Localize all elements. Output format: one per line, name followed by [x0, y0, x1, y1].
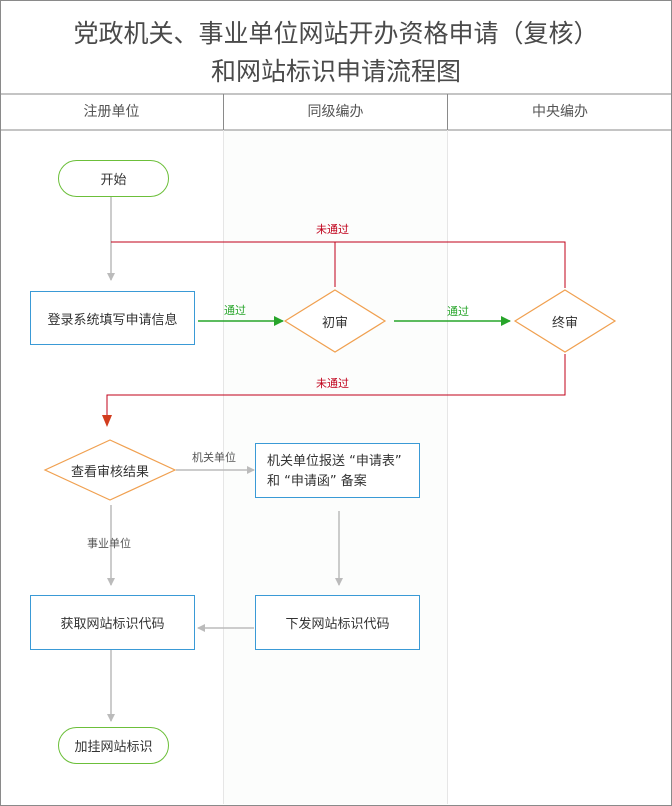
- gov-unit-label: 机关单位: [192, 451, 236, 464]
- first-review-diamond: [283, 289, 387, 353]
- fail-label-top: 未通过: [316, 223, 349, 236]
- check-result-label: 查看审核结果: [70, 465, 149, 480]
- lane-header-registrant: 注册单位: [83, 104, 140, 120]
- first-review-label: 初审: [321, 316, 348, 331]
- check-result-diamond: [43, 439, 177, 501]
- final-review-label: 终审: [551, 316, 578, 331]
- diagram-title-line2: 和网站标识申请流程图: [210, 57, 461, 86]
- public-unit-label: 事业单位: [87, 537, 131, 550]
- report-box-line1: 机关单位报送 “申请表”: [267, 454, 402, 469]
- lane-header-local-office: 同级编办: [307, 104, 364, 120]
- pass-label-1: 通过: [224, 304, 246, 317]
- attach-logo-node: 加挂网站标识: [58, 727, 169, 764]
- fail-label-bottom: 未通过: [316, 377, 349, 390]
- lane-header-central-office: 中央编办: [532, 104, 588, 120]
- get-code-box: 获取网站标识代码: [30, 595, 195, 650]
- report-box: 机关单位报送 “申请表” 和 “申请函” 备案: [255, 443, 420, 498]
- report-box-line2: 和 “申请函” 备案: [267, 474, 367, 489]
- issue-code-box: 下发网站标识代码: [255, 595, 420, 650]
- start-node: 开始: [58, 160, 169, 197]
- final-review-diamond: [513, 289, 617, 353]
- register-box: 登录系统填写申请信息: [30, 291, 195, 345]
- pass-label-2: 通过: [447, 305, 469, 318]
- diagram-title-line1: 党政机关、事业单位网站开办资格申请（复核）: [73, 19, 599, 48]
